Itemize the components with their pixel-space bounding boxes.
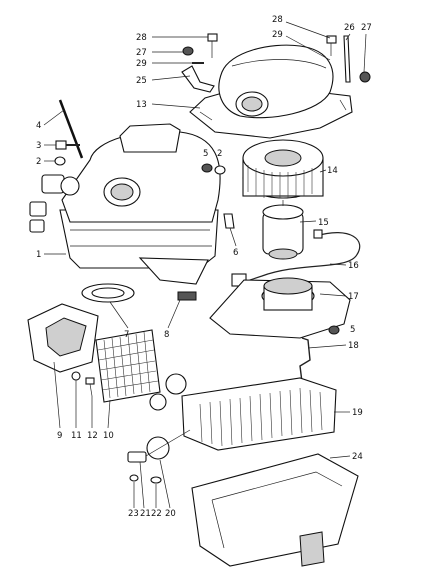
callout-20: 20 bbox=[165, 509, 176, 519]
callout-4: 4 bbox=[36, 121, 41, 131]
drain-tray-24 bbox=[191, 453, 359, 567]
nut-27a bbox=[182, 46, 194, 56]
nut-5b bbox=[328, 325, 340, 335]
washer-2a bbox=[54, 156, 66, 166]
callout-9: 9 bbox=[57, 431, 62, 441]
callout-16: 16 bbox=[348, 261, 359, 271]
callout-18: 18 bbox=[348, 341, 359, 351]
callout-25: 25 bbox=[136, 76, 147, 86]
blower-wheel-14 bbox=[242, 139, 324, 199]
callout-27a: 27 bbox=[136, 48, 147, 58]
bolt-28b bbox=[326, 35, 337, 56]
blower-housing-upper bbox=[189, 44, 353, 139]
evaporator-core-19 bbox=[149, 373, 337, 451]
valve-cluster-left bbox=[29, 174, 80, 233]
bolt-28a bbox=[207, 33, 218, 58]
housing-plate-17 bbox=[209, 277, 351, 339]
callout-2a: 2 bbox=[36, 157, 41, 167]
bracket-18 bbox=[299, 337, 311, 383]
callout-29a: 29 bbox=[136, 59, 147, 69]
nut-27b bbox=[359, 71, 371, 83]
heater-housing-main bbox=[59, 123, 221, 285]
bracket-25 bbox=[181, 65, 215, 93]
rod-4 bbox=[58, 99, 84, 159]
callout-2b: 2 bbox=[217, 149, 222, 159]
callout-7: 7 bbox=[124, 330, 129, 340]
leader-lines bbox=[43, 21, 367, 509]
washer-2b bbox=[214, 165, 226, 175]
callout-28a: 28 bbox=[136, 33, 147, 43]
screw-12 bbox=[85, 377, 95, 397]
callout-22: 22 bbox=[151, 509, 162, 519]
grommet-11 bbox=[71, 371, 81, 381]
callout-8: 8 bbox=[164, 330, 169, 340]
callout-11: 11 bbox=[71, 431, 82, 441]
filter-screen-10 bbox=[95, 329, 161, 403]
callout-labels: 28 27 29 25 13 28 29 26 27 4 3 2 5 2 14 … bbox=[36, 15, 372, 519]
callout-6: 6 bbox=[233, 248, 238, 258]
callout-12: 12 bbox=[87, 431, 98, 441]
oring-22 bbox=[150, 476, 162, 484]
callout-1: 1 bbox=[36, 250, 41, 260]
bracket-26 bbox=[343, 35, 351, 83]
callout-21: 21 bbox=[140, 509, 151, 519]
callout-15: 15 bbox=[318, 218, 329, 228]
callout-5b: 5 bbox=[350, 325, 355, 335]
callout-3: 3 bbox=[36, 141, 41, 151]
callout-27b: 27 bbox=[361, 23, 372, 33]
callout-24: 24 bbox=[352, 452, 363, 462]
frame-9 bbox=[27, 303, 99, 373]
callout-13: 13 bbox=[136, 100, 147, 110]
callout-19: 19 bbox=[352, 408, 363, 418]
block-8 bbox=[177, 291, 197, 301]
callout-23: 23 bbox=[128, 509, 139, 519]
callout-17: 17 bbox=[348, 292, 359, 302]
blower-motor-15 bbox=[262, 200, 304, 260]
pipe-fittings bbox=[127, 429, 191, 463]
nut-5a bbox=[201, 163, 213, 173]
callout-10: 10 bbox=[103, 431, 114, 441]
callout-5a: 5 bbox=[203, 149, 208, 159]
washer-23 bbox=[129, 474, 139, 482]
callout-29b: 29 bbox=[272, 30, 283, 40]
clip-6 bbox=[223, 213, 235, 229]
callout-28b: 28 bbox=[272, 15, 283, 25]
callout-14: 14 bbox=[327, 166, 338, 176]
callout-26: 26 bbox=[344, 23, 355, 33]
